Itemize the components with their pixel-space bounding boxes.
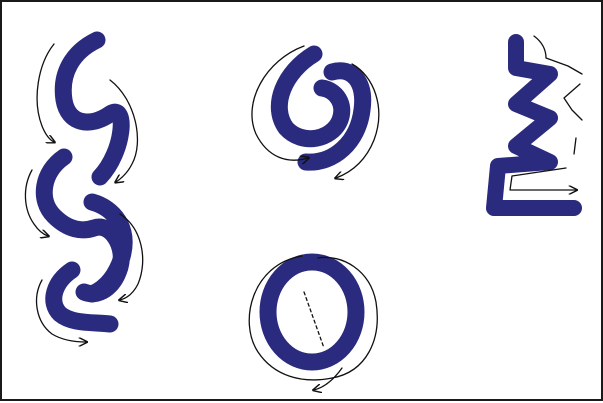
chain-arrow-1: [37, 44, 54, 142]
zigzag-stroke: [494, 42, 574, 208]
spiral-shape: [252, 46, 379, 178]
ring-stroke: [268, 262, 356, 362]
chain-s-shape: [25, 40, 142, 342]
ring-shape: [249, 256, 377, 390]
zigzag-shape: [494, 36, 582, 208]
ring-start-line: [304, 292, 324, 348]
chain-s-stroke-lower: [92, 202, 124, 294]
spiral-stroke: [279, 54, 362, 162]
